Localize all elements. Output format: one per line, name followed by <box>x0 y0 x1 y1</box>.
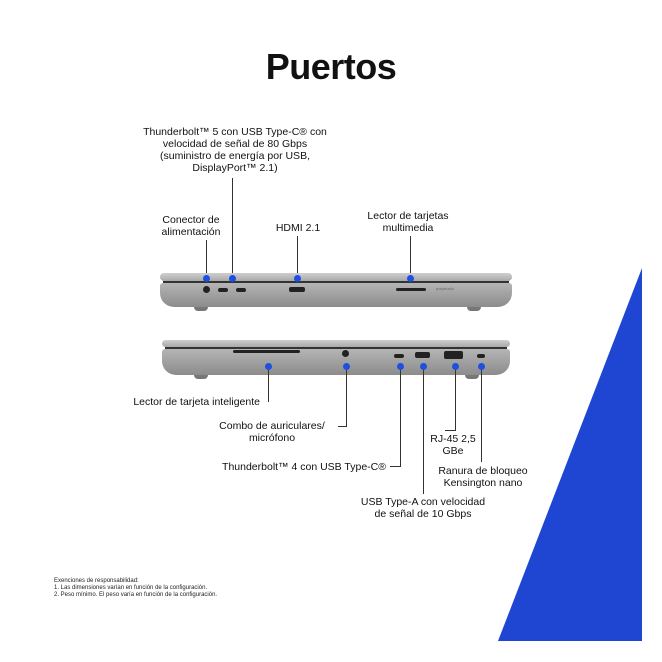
callout-line <box>481 370 482 462</box>
lock-slot-icon <box>477 354 485 358</box>
hdmi-port-icon <box>289 287 305 292</box>
laptop-body-part <box>467 307 481 311</box>
callout-line <box>297 236 298 278</box>
laptop-body-part <box>465 375 479 379</box>
laptop-body-part <box>160 283 512 307</box>
power-port-icon <box>203 286 210 293</box>
laptop-body-part <box>194 375 208 379</box>
port-marker-dot <box>343 363 350 370</box>
callout-line <box>232 178 233 278</box>
label-kensington-lock: Ranura de bloqueo Kensington nano <box>438 465 528 489</box>
label-usb-a: USB Type-A con velocidad de señal de 10 … <box>360 496 486 520</box>
port-marker-dot <box>420 363 427 370</box>
smart-card-slot-icon <box>233 350 300 353</box>
audio-jack-icon <box>342 350 349 357</box>
usb-a-port-icon <box>415 352 430 358</box>
port-marker-dot <box>229 275 236 282</box>
label-thunderbolt-5: Thunderbolt™ 5 con USB Type-C® con veloc… <box>143 126 327 174</box>
label-thunderbolt-4: Thunderbolt™ 4 con USB Type-C® <box>222 461 386 473</box>
port-marker-dot <box>478 363 485 370</box>
callout-line <box>445 430 456 431</box>
callout-line <box>206 240 207 278</box>
disclaimer-heading: Exenciones de responsabilidad: <box>54 578 139 584</box>
port-marker-dot <box>452 363 459 370</box>
callout-line <box>346 370 347 426</box>
label-audio-combo: Combo de auriculares/ micrófono <box>219 420 325 444</box>
laptop-body-part <box>194 307 208 311</box>
port-marker-dot <box>407 275 414 282</box>
label-rj45: RJ-45 2,5 GBe <box>430 433 476 457</box>
laptop-body-part <box>160 273 512 281</box>
callout-line <box>423 370 424 494</box>
callout-line <box>455 370 456 430</box>
rj45-port-icon <box>444 351 463 359</box>
callout-line <box>410 236 411 278</box>
label-smart-card-reader: Lector de tarjeta inteligente <box>133 396 260 408</box>
callout-line <box>400 370 401 466</box>
port-marker-dot <box>265 363 272 370</box>
label-card-reader: Lector de tarjetas multimedia <box>367 210 449 234</box>
card-slot-icon <box>396 288 426 291</box>
usb-c-port-icon <box>236 288 246 292</box>
usb-c-port-icon <box>218 288 228 292</box>
label-hdmi: HDMI 2.1 <box>275 222 321 234</box>
brand-text: polystudio <box>436 286 455 291</box>
callout-line <box>338 426 347 427</box>
callout-line <box>268 370 269 402</box>
disclaimer: Exenciones de responsabilidad: 1. Las di… <box>54 578 217 599</box>
port-marker-dot <box>294 275 301 282</box>
port-marker-dot <box>397 363 404 370</box>
page-title: Puertos <box>265 46 397 87</box>
label-power-connector: Conector de alimentación <box>161 214 221 238</box>
disclaimer-item: 2. Peso mínimo. El peso varía en función… <box>54 592 218 598</box>
laptop-body-part <box>162 340 510 347</box>
port-marker-dot <box>203 275 210 282</box>
usb-c-port-icon <box>394 354 404 358</box>
callout-line <box>390 466 401 467</box>
disclaimer-item: 1. Las dimensiones varían en función de … <box>54 585 208 591</box>
